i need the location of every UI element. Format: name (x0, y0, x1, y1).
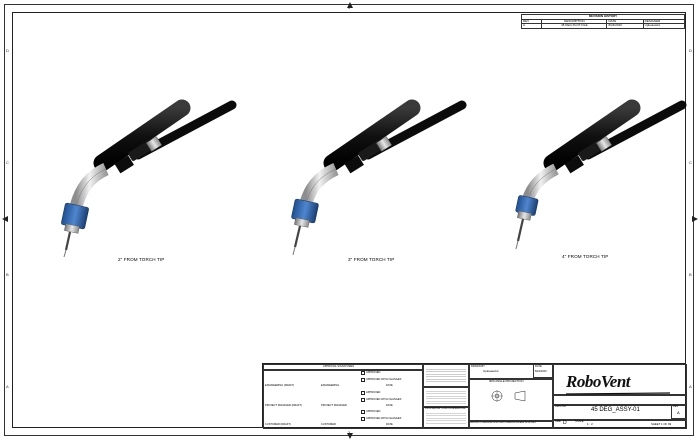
contact-tip (293, 225, 302, 248)
role-pm-draft: PROJECT MANAGER (DRAFT) (265, 404, 302, 407)
tolerance-note: UNLESS OTHERWISE SPECIFIED DIMENSIONS AR… (470, 422, 536, 424)
dwg-no-value: 45 DEG_ASSY-01 (591, 407, 640, 413)
nozzle-blue (61, 202, 89, 230)
dwg-no-label: DWG NO. (555, 405, 567, 408)
rev-row-description: 45 DEG PLOT FILE (541, 23, 608, 29)
zone-marker-left-a: A (6, 384, 9, 389)
drawn-by-label: DRAWN BY (471, 365, 485, 368)
zone-marker-right-b: B (689, 272, 692, 277)
role-engineering-draft: ENGINEERING (DRAFT) (265, 384, 295, 387)
robovent-logo: RoboVent (566, 372, 631, 391)
hose-main (323, 99, 421, 172)
nozzle-tip (294, 217, 310, 228)
role-engineering: ENGINEERING (321, 384, 340, 387)
date-label-eng: DATE (386, 384, 393, 387)
zone-marker-right-a: A (689, 384, 692, 389)
contact-tip (516, 218, 525, 242)
drawn-section (469, 364, 553, 429)
rev-row-designer: Upkuaswint (642, 23, 686, 29)
role-pm: PROJECT MANAGER (321, 404, 347, 407)
torch-neck (69, 163, 109, 209)
scale-value: 1 : 2 (587, 422, 593, 426)
checkbox-eng-approved[interactable] (361, 371, 365, 375)
zone-marker-left-d: D (6, 48, 9, 53)
date-label-drawn: DATE (535, 365, 542, 368)
role-customer: CUSTOMER (321, 423, 336, 426)
torch-view-4in (515, 99, 687, 250)
zone-marker-right-d: D (689, 48, 692, 53)
view-caption-2in: 2" FROM TORCH TIP (118, 257, 165, 262)
wire-tip (515, 240, 519, 250)
zone-marker-bottom: 3 (348, 430, 351, 435)
size-value: D (563, 420, 567, 426)
wire-tip (63, 249, 67, 258)
proprietary-label: PROPRIETARY AND CONFIDENTIAL (425, 407, 466, 410)
fitting-metal (595, 136, 613, 152)
checkbox-cust-approved-changes[interactable] (361, 417, 365, 421)
checkbox-cust-approved[interactable] (361, 410, 365, 414)
nozzle-tip (64, 223, 80, 234)
zone-marker-left-c: C (6, 160, 9, 165)
rev-row-date: 8/24/2020 (606, 23, 644, 29)
date-label-pm: DATE (386, 404, 393, 407)
hose-main (543, 99, 641, 172)
wire-tip (292, 246, 296, 256)
torch-neck (522, 163, 559, 202)
rev-value: A (677, 410, 680, 415)
rev-label: REV (673, 405, 679, 408)
role-customer-draft: CUSTOMER (DRAFT) (265, 423, 291, 426)
logo-underline (566, 392, 671, 395)
drawn-date: 8/24/2020 (535, 370, 547, 373)
zone-marker-left-b: B (6, 272, 9, 277)
torch-view-3in (291, 99, 467, 256)
view-caption-3in: 3" FROM TORCH TIP (348, 257, 395, 262)
contact-tip (64, 231, 72, 251)
approval-title: APPROVAL SIGNATURES (323, 365, 355, 368)
torch-handle-end (114, 155, 134, 174)
torch-handle-end (564, 155, 584, 174)
drawn-by-value: Upkuaswint (483, 369, 499, 373)
approval-section (263, 364, 423, 429)
zone-marker-right-c: C (689, 160, 692, 165)
torch-neck (299, 163, 339, 205)
nozzle-tip (517, 210, 532, 221)
fitting-metal (375, 136, 393, 152)
checkbox-eng-approved-changes[interactable] (361, 378, 365, 382)
size-label: SIZE (555, 420, 561, 423)
date-label-cust: DATE (386, 423, 393, 426)
torch-handle-end (344, 155, 364, 174)
projection-symbol (491, 390, 526, 402)
tolerance-section (423, 364, 469, 429)
fitting-metal (145, 136, 163, 152)
checkbox-pm-approved-changes[interactable] (361, 398, 365, 402)
checkbox-pm-approved[interactable] (361, 391, 365, 395)
title-block: APPROVAL SIGNATURES ENGINEERING (DRAFT) … (262, 363, 687, 429)
logo-section (553, 364, 687, 429)
revision-history-table: REVISION HISTORY REV DESCRIPTION DATE DE… (520, 14, 686, 29)
view-caption-4in: 4" FROM TORCH TIP (562, 254, 609, 259)
sheet-value: SHEET 1 OF 99 (651, 422, 672, 426)
scale-label: SCALE (575, 420, 584, 423)
hose-main (93, 99, 191, 172)
projection-label: 3RD ANGLE PROJECTION (489, 379, 524, 383)
rev-row-rev: A (520, 23, 543, 29)
torch-view-2in (61, 99, 237, 258)
